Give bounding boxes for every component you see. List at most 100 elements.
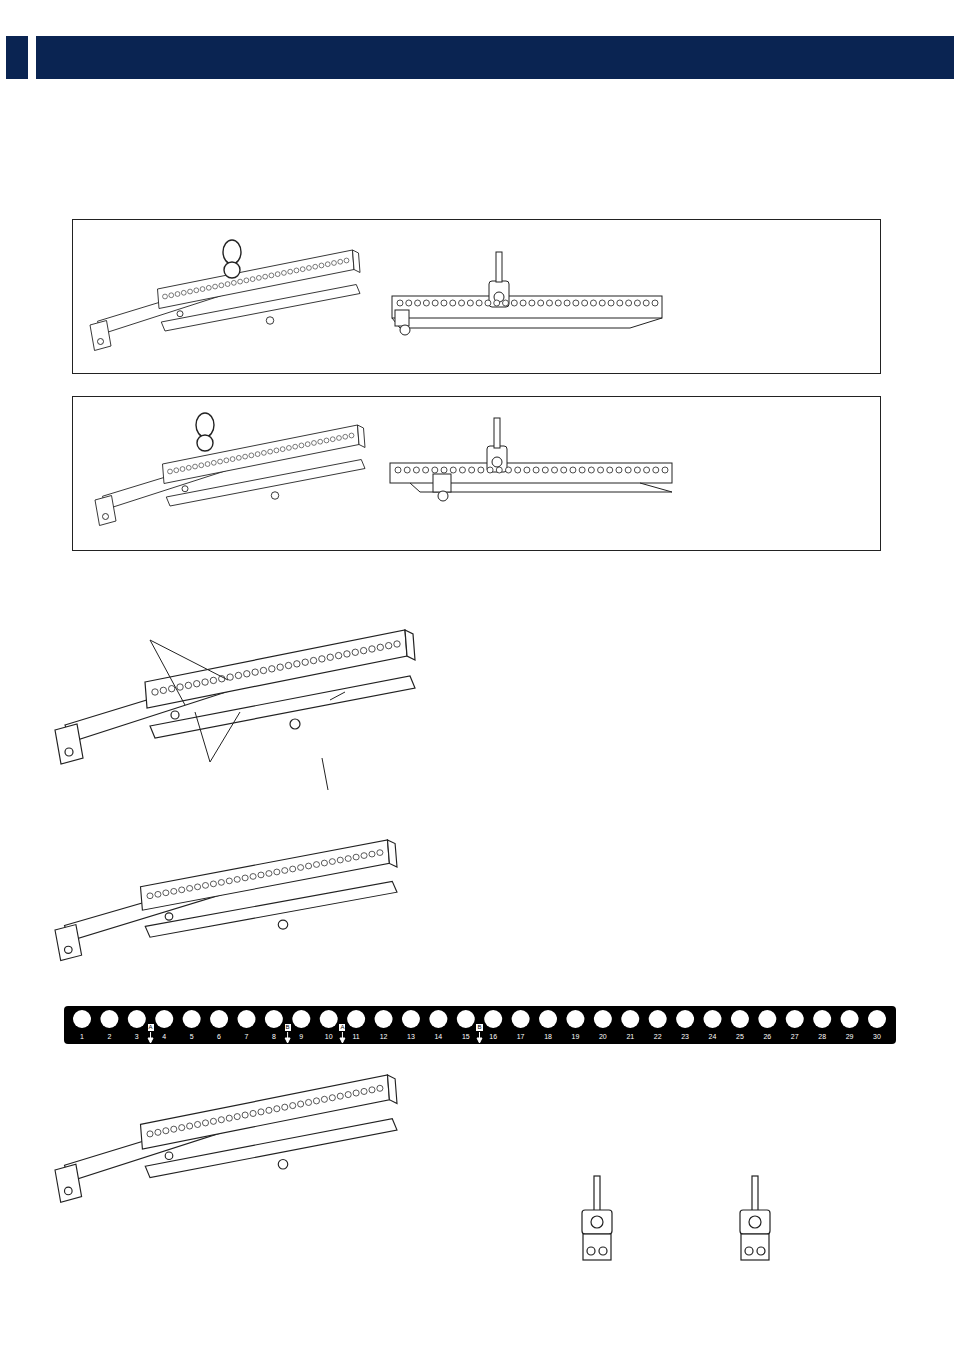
hole-number: 1 [80,1033,84,1041]
bar-hole [423,467,429,473]
hole-marker [484,1010,502,1028]
bar-hole [397,300,403,306]
hole-number: 29 [846,1033,854,1041]
frame-drawing [95,425,365,526]
marker-arrowhead [477,1038,482,1043]
hole-number: 11 [352,1033,359,1041]
frame-drawing [55,630,415,764]
bar-hole [487,467,493,473]
leader-line [150,640,345,790]
bar-hole [505,467,511,473]
hole-marker [292,1010,310,1028]
hole-number: 21 [626,1033,634,1041]
bar-hole [404,467,410,473]
hole-number: 2 [107,1033,111,1041]
hole-marker [594,1010,612,1028]
position-marker: B [285,1024,291,1031]
hole-number: 19 [572,1033,580,1041]
hole-marker [320,1010,338,1028]
bar-hole [570,467,576,473]
hole-number-strip [64,1006,896,1044]
hole-marker [758,1010,776,1028]
hole-marker [512,1010,530,1028]
bar-hole [662,467,668,473]
bar-hole [643,300,649,306]
bar-hole [432,467,438,473]
hole-marker [128,1010,146,1028]
bar-hole [573,300,579,306]
bar-hole [588,467,594,473]
hole-number: 14 [434,1033,442,1041]
bar-hole [413,467,419,473]
bar-hole [529,300,535,306]
bar-hole [423,300,429,306]
hole-number: 4 [162,1033,166,1041]
hole-marker [375,1010,393,1028]
hole-number: 7 [245,1033,249,1041]
bar-hole [494,300,500,306]
side-view-bar [390,252,672,501]
hole-marker [347,1010,365,1028]
hole-marker [73,1010,91,1028]
hole-number: 5 [190,1033,194,1041]
bar-hole [599,300,605,306]
bar-hole [644,467,650,473]
bar-hole [432,300,438,306]
bar-hole [485,300,491,306]
hole-number: 6 [217,1033,221,1041]
bar-hole [608,300,614,306]
shackle [196,240,241,451]
bar-hole [542,467,548,473]
hole-marker [566,1010,584,1028]
bar-hole [653,467,659,473]
hole-number: 20 [599,1033,607,1041]
bar-hole [459,300,465,306]
marker-arrowhead [148,1038,153,1043]
bar-hole [590,300,596,306]
hole-number: 8 [272,1033,276,1041]
bar-hole [395,467,401,473]
hole-marker [155,1010,173,1028]
hole-marker [402,1010,420,1028]
hole-number: 16 [489,1033,497,1041]
hole-number: 24 [709,1033,717,1041]
hole-number: 26 [763,1033,771,1041]
bar-hole [478,467,484,473]
hole-marker [183,1010,201,1028]
hole-marker [841,1010,859,1028]
hole-marker [868,1010,886,1028]
bar-hole [555,300,561,306]
panel-frame [73,397,881,551]
bar-hole [634,467,640,473]
bar-hole [511,300,517,306]
bar-hole [441,300,447,306]
hole-number: 27 [791,1033,799,1041]
hole-marker [265,1010,283,1028]
bar-hole [469,467,475,473]
hole-number: 18 [544,1033,552,1041]
bar-hole [607,467,613,473]
bar-hole [524,467,530,473]
hole-number: 10 [325,1033,333,1041]
bar-hole [598,467,604,473]
panel-frame [73,220,881,374]
bar-hole [652,300,658,306]
bar-hole [546,300,552,306]
position-marker: B [476,1024,482,1031]
hole-number: 23 [681,1033,689,1041]
frame-drawing [90,250,360,351]
bar-hole [467,300,473,306]
bar-hole [552,467,558,473]
bar-hole [476,300,482,306]
bar-hole [450,300,456,306]
frame-drawing [55,840,397,961]
bar-hole [579,467,585,473]
frame-drawing [55,1075,397,1202]
bar-hole [626,300,632,306]
bar-hole [520,300,526,306]
hole-marker [210,1010,228,1028]
header-tab [6,36,28,79]
hole-number: 9 [299,1033,303,1041]
position-marker: A [339,1024,345,1031]
